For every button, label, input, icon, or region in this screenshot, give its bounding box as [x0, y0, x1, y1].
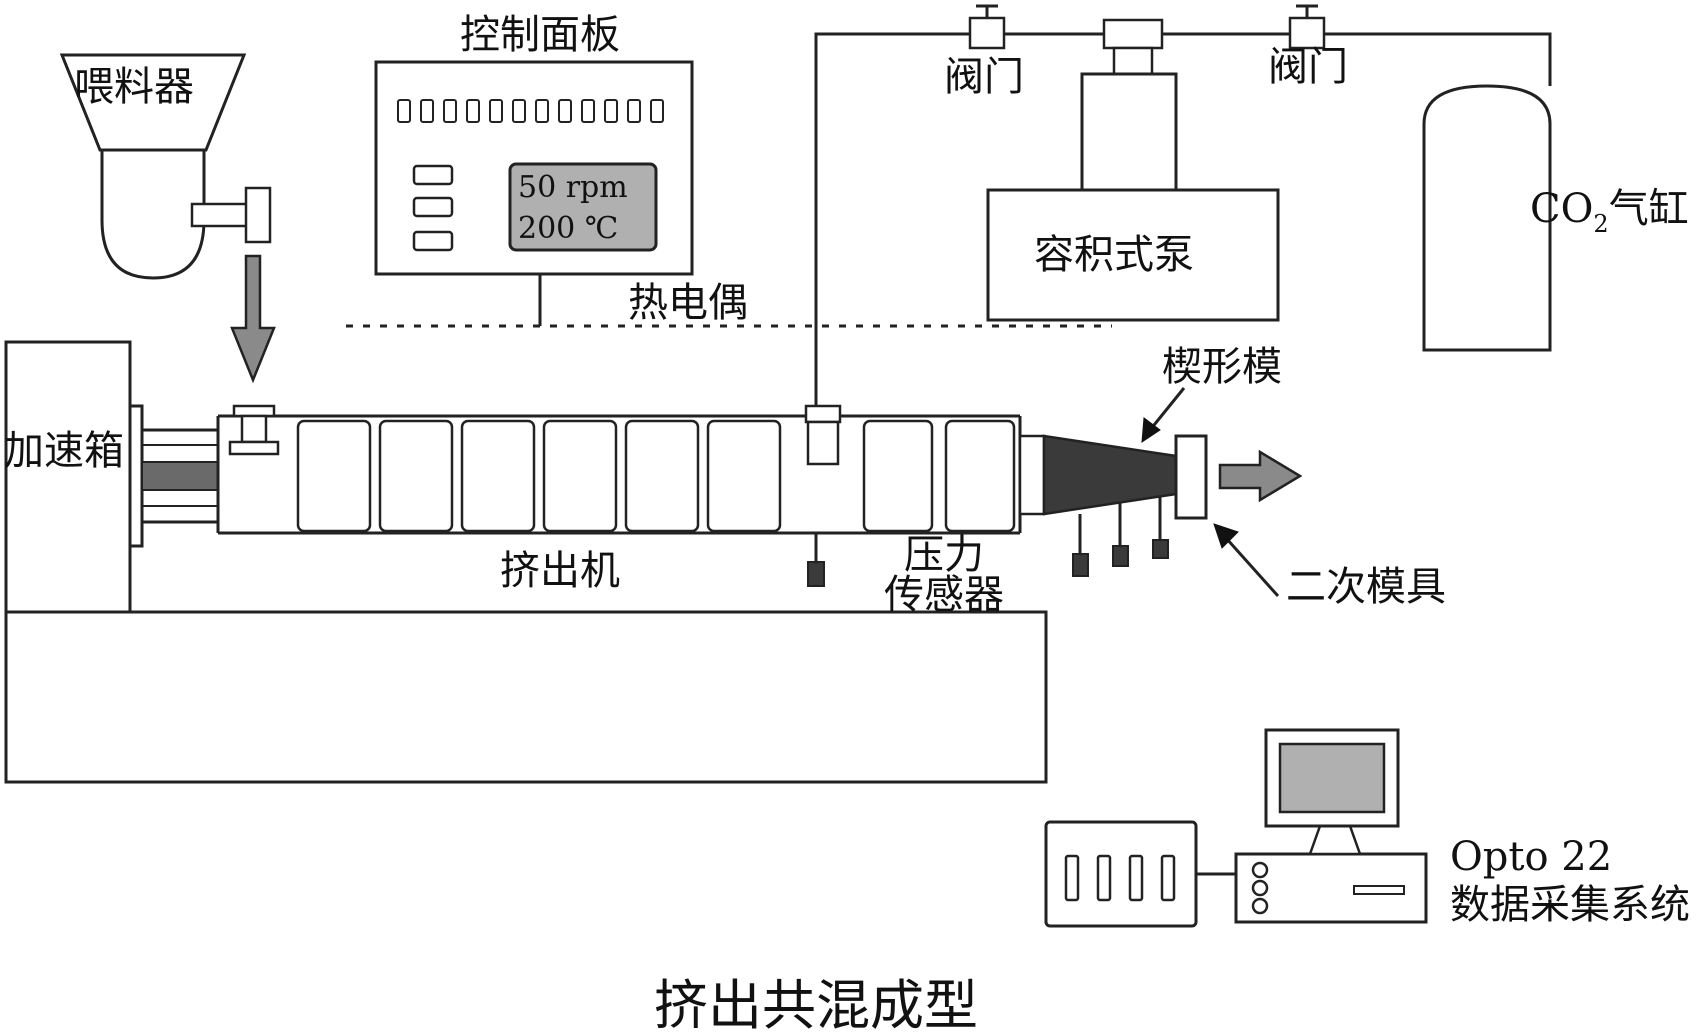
data-acquisition-system	[1044, 728, 1428, 928]
co2-label-suffix: 气缸	[1609, 186, 1689, 232]
feeder-hopper	[59, 53, 272, 280]
pressure-sensor-label-line2: 传感器	[884, 572, 1004, 618]
gearbox-flange	[128, 404, 144, 548]
valve-left-label: 阀门	[944, 54, 1024, 100]
valve-right	[1288, 4, 1326, 50]
indicator-light	[512, 99, 526, 123]
indicator-light	[581, 99, 595, 123]
co2-cylinder	[1422, 84, 1552, 352]
gearbox-label: 加速箱	[4, 428, 124, 474]
thermocouple-label: 热电偶	[628, 280, 748, 326]
secondary-die-body	[1174, 434, 1208, 520]
feed-throat	[228, 404, 280, 456]
secondary-die-pointer	[1213, 523, 1280, 598]
indicator-light	[420, 99, 434, 123]
valve-left	[968, 4, 1006, 50]
daq-label-line1: Opto 22	[1450, 834, 1612, 880]
positive-displacement-pump	[986, 18, 1280, 322]
extruder-label: 挤出机	[500, 548, 620, 594]
pump-label: 容积式泵	[1034, 232, 1194, 278]
secondary-die-label: 二次模具	[1286, 564, 1446, 610]
panel-display	[508, 162, 658, 252]
control-panel-label: 控制面板	[460, 12, 620, 58]
diagram-caption: 挤出共混成型	[654, 974, 978, 1033]
co2-label-subscript: 2	[1593, 210, 1608, 238]
die-adapter	[1018, 434, 1046, 516]
co2-label-prefix: CO	[1530, 186, 1593, 232]
display-temp: 200 ℃	[518, 211, 618, 246]
gas-supply-line	[814, 32, 1552, 406]
gas-injection-port	[804, 404, 842, 466]
indicator-light	[443, 99, 457, 123]
indicator-light	[489, 99, 503, 123]
feeder-label: 喂料器	[74, 64, 194, 110]
pressure-sensor-label-line1: 压力	[904, 532, 984, 578]
co2-label: CO2气缸	[1530, 186, 1689, 238]
indicator-light	[627, 99, 641, 123]
display-rpm: 50 rpm	[518, 170, 628, 205]
daq-label-line2: 数据采集系统	[1450, 882, 1690, 928]
pressure-sensor-barrel	[807, 533, 825, 587]
indicator-light	[558, 99, 572, 123]
drive-shaft	[141, 428, 219, 524]
wedge-die-body	[1042, 434, 1178, 516]
panel-buttons	[412, 164, 454, 252]
indicator-light	[650, 99, 664, 123]
control-panel	[374, 60, 694, 326]
gearbox-housing	[4, 340, 132, 614]
indicator-light	[466, 99, 480, 123]
machine-base	[4, 610, 1048, 784]
output-arrow	[1218, 449, 1303, 503]
indicator-light	[604, 99, 618, 123]
wedge-die-pointer	[1141, 387, 1186, 443]
valve-right-label: 阀门	[1268, 44, 1348, 90]
indicator-light	[535, 99, 549, 123]
barrel-heater-bands	[296, 419, 1016, 533]
indicator-lights	[397, 99, 664, 123]
pressure-sensors-die	[1072, 496, 1169, 577]
wedge-die-label: 楔形模	[1162, 344, 1282, 390]
feed-arrow	[230, 254, 276, 384]
